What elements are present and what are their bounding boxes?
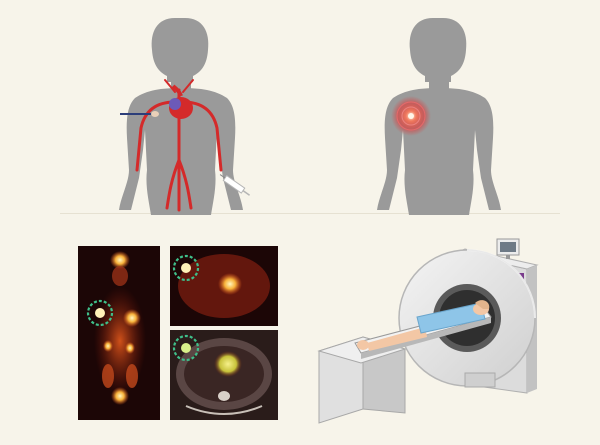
injection-illustration (119, 18, 251, 215)
patient (357, 300, 490, 351)
needle-line (120, 111, 159, 117)
panel-tumor-uptake (355, 10, 520, 215)
panel-scanner (305, 233, 540, 438)
heart-icon (169, 84, 193, 119)
highlight-ring-petct (172, 334, 200, 362)
horizontal-divider (60, 213, 560, 214)
tumor-uptake-illustration (377, 18, 501, 215)
breast-tumor-glow (391, 96, 431, 136)
pet-scanner-illustration (317, 238, 539, 424)
syringe-icon (219, 174, 251, 196)
panel-injection (95, 10, 280, 215)
pet-images (78, 246, 278, 420)
highlight-ring-coronal (86, 299, 114, 327)
pet-ct-axial-scan (170, 330, 278, 420)
panel-pet-images (78, 246, 278, 420)
female-silhouette-injection (119, 18, 243, 215)
scanner-monitor-icon (496, 238, 520, 259)
highlight-ring-axial (172, 254, 200, 282)
pet-coronal-scan (78, 246, 160, 420)
pet-axial-scan (170, 246, 278, 326)
